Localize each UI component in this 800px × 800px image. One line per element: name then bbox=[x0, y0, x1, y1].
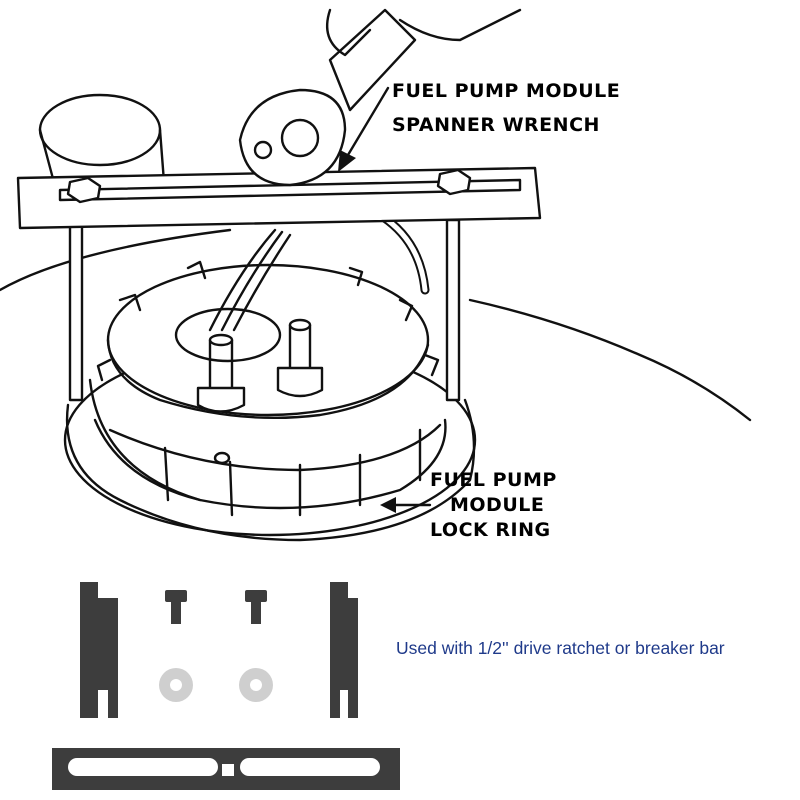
bolt-left bbox=[165, 590, 187, 624]
spanner-jaw-left bbox=[80, 582, 118, 718]
tank-surface-outline bbox=[0, 228, 232, 292]
connector-posts bbox=[196, 318, 324, 413]
callout-ring-line-2: MODULE bbox=[450, 494, 545, 516]
wire-bundle bbox=[208, 228, 292, 332]
callout-wrench-line-2: SPANNER WRENCH bbox=[392, 114, 600, 136]
filler-neck bbox=[38, 93, 167, 207]
lock-ring-illustration bbox=[63, 260, 477, 542]
spanner-wrench-illustration bbox=[16, 166, 542, 402]
spanner-bar bbox=[52, 748, 400, 790]
ratchet-illustration bbox=[238, 8, 522, 187]
callout-ring-line-1: FUEL PUMP bbox=[430, 469, 557, 491]
fuel-hose bbox=[375, 210, 430, 295]
washer-right bbox=[239, 668, 273, 702]
wrench-callout-arrow bbox=[343, 86, 390, 162]
callout-wrench-line-1: FUEL PUMP MODULE bbox=[392, 80, 621, 102]
kit-parts bbox=[52, 582, 400, 790]
callout-spanner-wrench: FUEL PUMP MODULE SPANNER WRENCH bbox=[392, 74, 620, 142]
bolt-right bbox=[245, 590, 267, 624]
washer-left bbox=[159, 668, 193, 702]
callout-ring-line-3: LOCK RING bbox=[430, 519, 551, 541]
callout-lock-ring: FUEL PUMP MODULE LOCK RING bbox=[430, 468, 557, 543]
spanner-jaw-right bbox=[330, 582, 358, 718]
kit-caption: Used with 1/2'' drive ratchet or breaker… bbox=[396, 638, 725, 658]
